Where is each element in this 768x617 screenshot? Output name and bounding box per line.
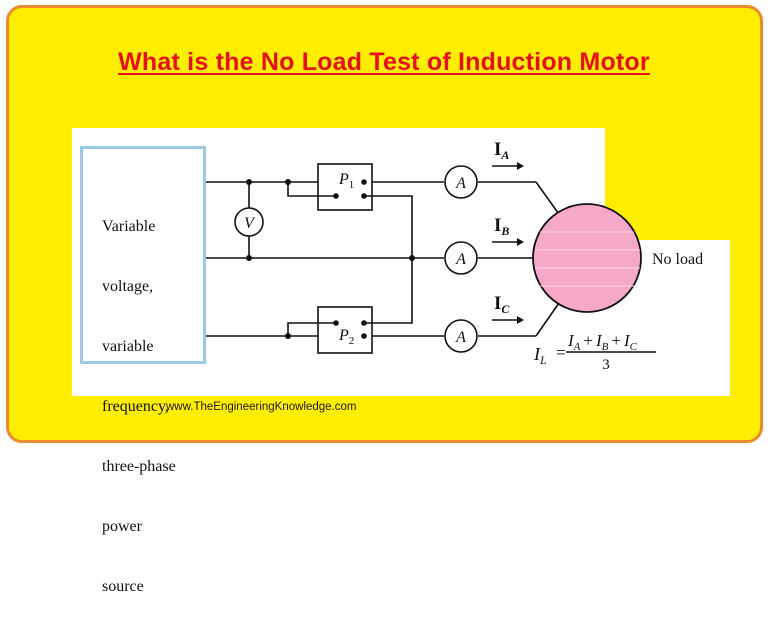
- formula-term: I: [623, 331, 631, 350]
- ammeter-a-circle: [444, 165, 478, 199]
- voltmeter-label: V: [244, 215, 256, 232]
- source-line: voltage,: [102, 278, 154, 295]
- motor-circle: [532, 203, 642, 313]
- wattmeter-1-letter: P: [338, 171, 349, 188]
- junction-dot: [409, 255, 415, 261]
- wattmeter-1-lead: [287, 182, 336, 197]
- coil-dot: [361, 179, 367, 185]
- wattmeter-1-box: [317, 163, 373, 211]
- source-line: source: [102, 578, 144, 595]
- junction-dot: [246, 255, 252, 261]
- formula-term-sub: C: [630, 341, 638, 353]
- formula-equals: =: [556, 343, 566, 362]
- power-source-box: [80, 146, 206, 364]
- source-line: three-phase: [102, 458, 176, 475]
- motor-label: No load: [652, 251, 703, 268]
- current-ib-sub: B: [500, 224, 509, 238]
- arrowhead-ia: [517, 162, 524, 170]
- formula-denominator: 3: [602, 357, 610, 373]
- current-ib-label: IB: [494, 215, 509, 238]
- coil-dot: [361, 193, 367, 199]
- source-line: Variable: [102, 218, 156, 235]
- wattmeter-1-sub: 1: [349, 179, 355, 191]
- junction-dot: [246, 179, 252, 185]
- wattmeter-1-label: P1: [338, 171, 354, 191]
- ammeter-b-label: A: [455, 251, 466, 268]
- junction-dot: [285, 333, 291, 339]
- formula-numerator: IA+IB+IC: [567, 331, 638, 353]
- current-ic-letter: I: [494, 293, 501, 314]
- arrowhead-ib: [517, 238, 524, 246]
- ammeter-b-circle: [444, 241, 478, 275]
- voltmeter-circle: [234, 207, 264, 237]
- coil-dot: [333, 320, 339, 326]
- source-line: variable: [102, 338, 154, 355]
- formula-plus: +: [583, 331, 593, 350]
- current-ia-sub: A: [500, 148, 509, 162]
- coil-dot: [361, 333, 367, 339]
- wattmeter-2-box: [317, 306, 373, 354]
- formula-plus: +: [611, 331, 621, 350]
- induction-motor: [532, 203, 642, 313]
- wattmeter-2-sub: 2: [349, 335, 355, 347]
- current-ia-letter: I: [494, 139, 501, 160]
- current-ic-label: IC: [494, 293, 510, 316]
- wattmeter-2-lead: [364, 258, 413, 324]
- source-line: frequency,: [102, 398, 169, 415]
- formula-term-sub: B: [602, 341, 609, 353]
- wattmeter-1-lead: [364, 195, 413, 258]
- formula-term-sub: A: [573, 341, 581, 353]
- current-ia-label: IA: [494, 139, 509, 162]
- formula-lhs-sub: L: [539, 353, 547, 367]
- current-ic-sub: C: [501, 302, 510, 316]
- coil-dot: [361, 320, 367, 326]
- arrowhead-ic: [517, 316, 524, 324]
- formula-term: I: [567, 331, 575, 350]
- ammeter-a-label: A: [455, 175, 466, 192]
- circuit-diagram: V A A A P1 P2 IA IB IC No load IL = IA+I…: [206, 139, 703, 373]
- formula-lhs-letter: I: [533, 344, 541, 364]
- formula-term: I: [595, 331, 603, 350]
- junction-dot: [285, 179, 291, 185]
- ammeter-c-circle: [444, 319, 478, 353]
- coil-dot: [333, 193, 339, 199]
- website-credit: www.TheEngineeringKnowledge.com: [166, 401, 357, 413]
- ammeter-c-label: A: [455, 329, 466, 346]
- wattmeter-2-label: P2: [338, 327, 354, 347]
- current-ib-letter: I: [494, 215, 501, 236]
- wattmeter-2-lead: [287, 322, 336, 336]
- page-title: What is the No Load Test of Induction Mo…: [118, 48, 650, 76]
- wattmeter-2-letter: P: [338, 327, 349, 344]
- formula-lhs: IL: [533, 344, 547, 367]
- source-line: power: [102, 518, 142, 535]
